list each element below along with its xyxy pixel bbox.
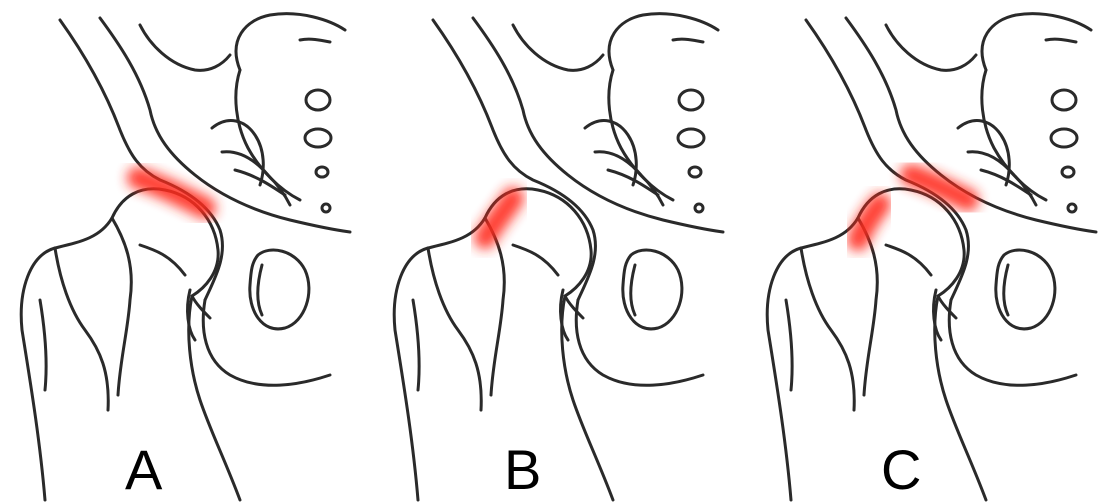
panel-label: C bbox=[881, 440, 921, 500]
hip-joint-drawing bbox=[0, 0, 373, 504]
highlight-zone bbox=[138, 178, 205, 208]
highlight-zone-pincer bbox=[911, 175, 968, 200]
panel-a: A bbox=[0, 0, 373, 504]
panel-label: B bbox=[504, 440, 541, 500]
highlight-zone bbox=[485, 198, 513, 238]
panel-b: B bbox=[373, 0, 746, 504]
panel-label: A bbox=[125, 440, 162, 500]
bone-outline bbox=[394, 14, 723, 500]
hip-joint-drawing bbox=[373, 0, 746, 504]
panel-c: C bbox=[746, 0, 1119, 504]
bone-outline bbox=[767, 14, 1096, 500]
bone-outline bbox=[21, 14, 350, 500]
hip-joint-drawing bbox=[746, 0, 1119, 504]
